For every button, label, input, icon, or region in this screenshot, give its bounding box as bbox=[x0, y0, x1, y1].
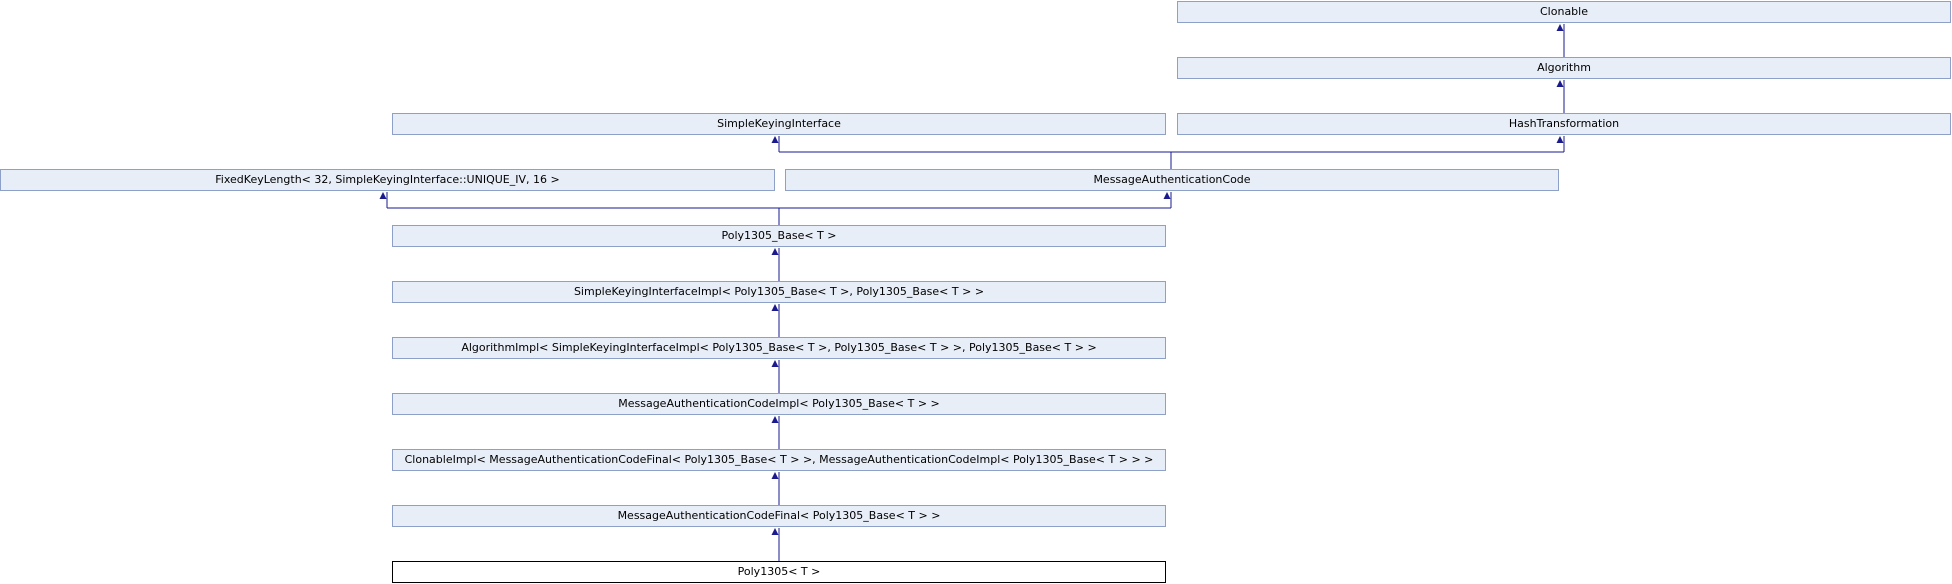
node-hash-transformation[interactable]: HashTransformation bbox=[1177, 113, 1951, 135]
node-fixed-key-length[interactable]: FixedKeyLength< 32, SimpleKeyingInterfac… bbox=[0, 169, 775, 191]
node-message-authentication-code[interactable]: MessageAuthenticationCode bbox=[785, 169, 1559, 191]
node-clonable[interactable]: Clonable bbox=[1177, 1, 1951, 23]
node-simple-keying-interface-impl[interactable]: SimpleKeyingInterfaceImpl< Poly1305_Base… bbox=[392, 281, 1166, 303]
node-poly1305-base[interactable]: Poly1305_Base< T > bbox=[392, 225, 1166, 247]
node-poly1305-current: Poly1305< T > bbox=[392, 561, 1166, 583]
edge-base-bus bbox=[387, 207, 1171, 225]
node-message-authentication-code-final[interactable]: MessageAuthenticationCodeFinal< Poly1305… bbox=[392, 505, 1166, 527]
node-message-authentication-code-impl[interactable]: MessageAuthenticationCodeImpl< Poly1305_… bbox=[392, 393, 1166, 415]
node-algorithm[interactable]: Algorithm bbox=[1177, 57, 1951, 79]
edge-mac-bus bbox=[779, 151, 1564, 169]
node-simple-keying-interface[interactable]: SimpleKeyingInterface bbox=[392, 113, 1166, 135]
node-clonable-impl[interactable]: ClonableImpl< MessageAuthenticationCodeF… bbox=[392, 449, 1166, 471]
node-algorithm-impl[interactable]: AlgorithmImpl< SimpleKeyingInterfaceImpl… bbox=[392, 337, 1166, 359]
